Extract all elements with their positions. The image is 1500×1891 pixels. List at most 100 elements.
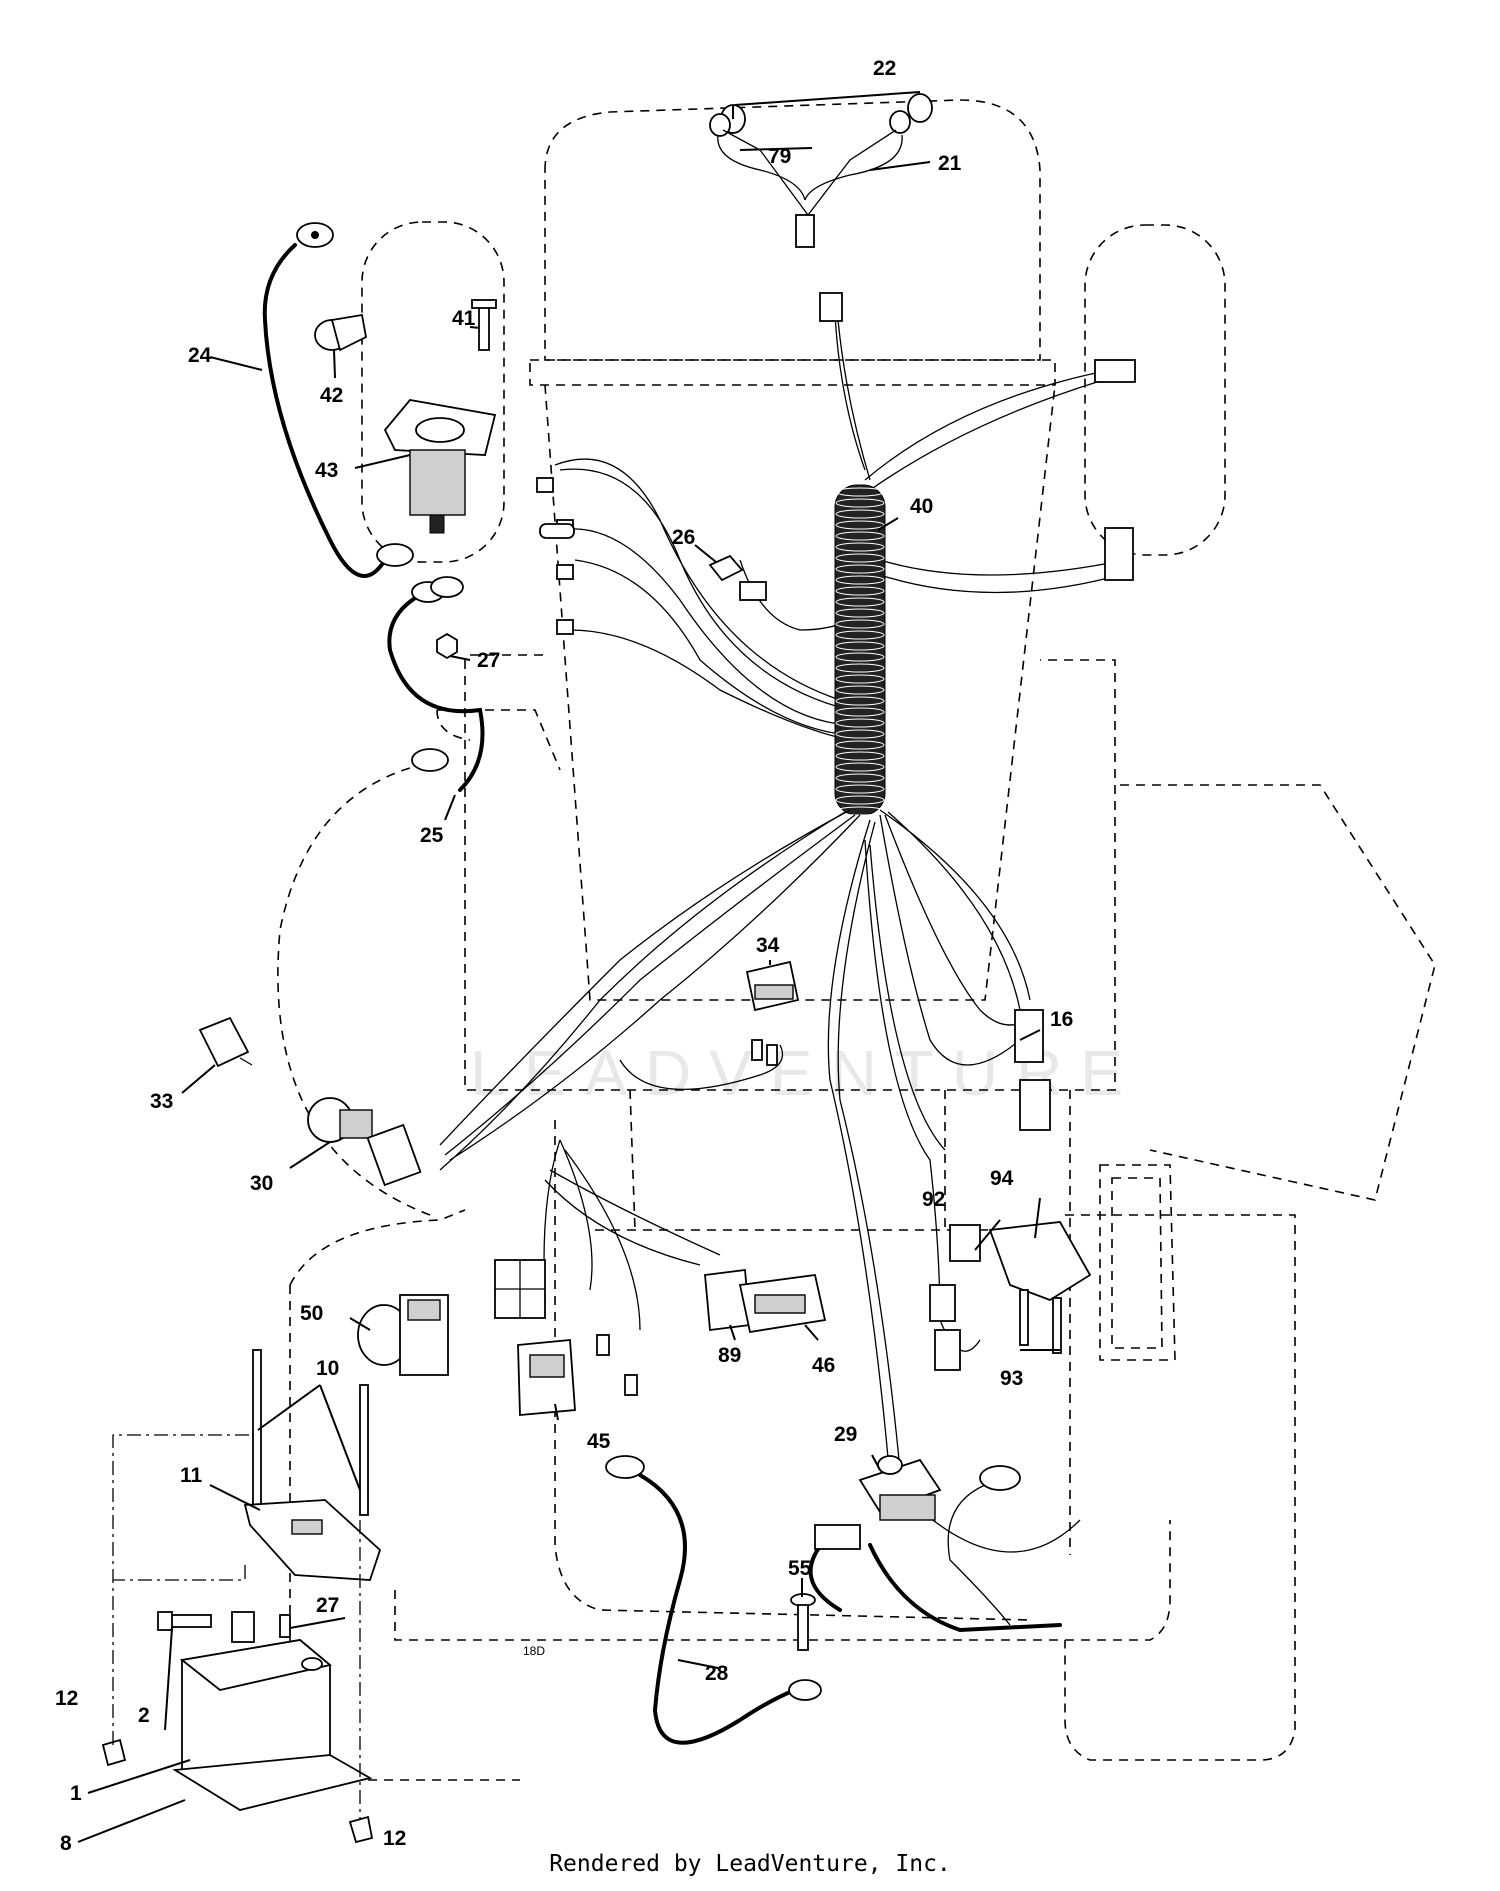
footer-credit: Rendered by LeadVenture, Inc. xyxy=(549,1851,951,1877)
callout-94: 94 xyxy=(990,1167,1014,1190)
callout-92: 92 xyxy=(922,1188,945,1211)
callout-22: 22 xyxy=(873,57,896,80)
callout-16: 16 xyxy=(1050,1008,1073,1031)
coil-rib xyxy=(835,586,885,596)
switch-34 xyxy=(745,960,800,1066)
hour-meter-45 xyxy=(517,1334,638,1416)
coil-rib xyxy=(835,520,885,530)
fuse-26 xyxy=(708,554,767,601)
callout-46: 46 xyxy=(812,1354,835,1377)
callout-30: 30 xyxy=(250,1172,273,1195)
coil-rib xyxy=(835,575,885,585)
connector-16 xyxy=(1014,1009,1051,1131)
boot-42 xyxy=(314,313,368,352)
callout-1: 1 xyxy=(70,1782,82,1805)
coil-rib xyxy=(835,630,885,640)
ground-cable xyxy=(262,222,414,578)
callout-11: 11 xyxy=(180,1464,203,1487)
coil-rib xyxy=(835,696,885,706)
assembly-line xyxy=(112,1434,361,1820)
callout-25: 25 xyxy=(420,824,444,847)
battery-cable-28 xyxy=(605,1455,822,1745)
bolt-2 xyxy=(157,1611,212,1631)
module-29 xyxy=(858,1455,942,1521)
terminal-d xyxy=(556,619,574,635)
callout-41: 41 xyxy=(452,307,476,330)
seat-switch-94 xyxy=(988,1221,1092,1301)
callout-12a: 12 xyxy=(55,1687,78,1710)
callout-50: 50 xyxy=(300,1302,323,1325)
connector-92 xyxy=(929,1224,981,1371)
coil-rib xyxy=(835,564,885,574)
tray-8 xyxy=(172,1754,373,1811)
coil-rib xyxy=(835,487,885,497)
coil-rib xyxy=(835,685,885,695)
coil-rib xyxy=(835,729,885,739)
callout-89: 89 xyxy=(718,1344,741,1367)
drawing-code: 18D xyxy=(523,1644,545,1658)
leader-lines xyxy=(77,91,1060,1843)
headlight-assembly xyxy=(709,93,933,248)
coil-rib xyxy=(835,707,885,717)
battery-1 xyxy=(179,1611,332,1796)
callout-labels: 22 79 21 24 41 42 43 27 25 26 40 34 16 3… xyxy=(55,57,1073,1855)
coil-rib xyxy=(835,663,885,673)
main-harness xyxy=(439,314,1126,1553)
coil-rib xyxy=(835,597,885,607)
coil-rib xyxy=(835,498,885,508)
coil-rib xyxy=(835,751,885,761)
callout-33: 33 xyxy=(150,1090,173,1113)
callout-8: 8 xyxy=(60,1832,72,1855)
callout-34: 34 xyxy=(756,934,780,957)
screws-93 xyxy=(1019,1289,1062,1354)
callout-24: 24 xyxy=(188,344,212,367)
coil-rib xyxy=(835,762,885,772)
coil-rib xyxy=(835,784,885,794)
pto-switch xyxy=(399,1294,449,1376)
coil-rib xyxy=(835,740,885,750)
ignition-switch-30 xyxy=(307,1097,422,1187)
callout-29: 29 xyxy=(834,1423,857,1446)
spring-cord xyxy=(808,1465,1062,1633)
right-connector-upper xyxy=(1094,359,1136,383)
callout-93: 93 xyxy=(1000,1367,1023,1390)
coil-rib xyxy=(835,619,885,629)
gauge-46 xyxy=(738,1273,827,1334)
clip-12 xyxy=(101,1738,374,1844)
bolt-41 xyxy=(471,299,497,351)
callout-28: 28 xyxy=(705,1662,729,1685)
coil-rib xyxy=(835,608,885,618)
coil-rib xyxy=(835,641,885,651)
callout-27b: 27 xyxy=(316,1594,339,1617)
right-connector-lower xyxy=(1104,527,1134,581)
bolt-55 xyxy=(790,1593,816,1651)
terminal-c xyxy=(556,564,574,580)
callout-27a: 27 xyxy=(477,649,500,672)
coil-rib xyxy=(835,531,885,541)
callout-26: 26 xyxy=(672,526,695,549)
nut-27-battery xyxy=(279,1614,291,1638)
plug-connector xyxy=(494,1259,546,1319)
bolts-10 xyxy=(252,1349,369,1516)
coil-rib xyxy=(835,542,885,552)
positive-cable xyxy=(387,581,485,792)
coil-rib xyxy=(835,795,885,805)
coil-rib xyxy=(835,509,885,519)
callout-79: 79 xyxy=(768,145,791,168)
hold-down-11 xyxy=(243,1499,382,1581)
callout-10: 10 xyxy=(316,1357,339,1380)
callout-43: 43 xyxy=(315,459,338,482)
key-33 xyxy=(198,1016,253,1068)
callout-55: 55 xyxy=(788,1557,812,1580)
coil-rib xyxy=(835,674,885,684)
chassis-outline xyxy=(277,99,1436,1781)
terminal-a xyxy=(536,477,554,493)
callout-40: 40 xyxy=(910,495,933,518)
fuse-holder xyxy=(539,523,575,539)
hood-connector xyxy=(819,292,843,322)
harness-coil xyxy=(834,484,886,816)
callout-21: 21 xyxy=(938,152,962,175)
coil-rib xyxy=(835,652,885,662)
coil-rib xyxy=(835,553,885,563)
